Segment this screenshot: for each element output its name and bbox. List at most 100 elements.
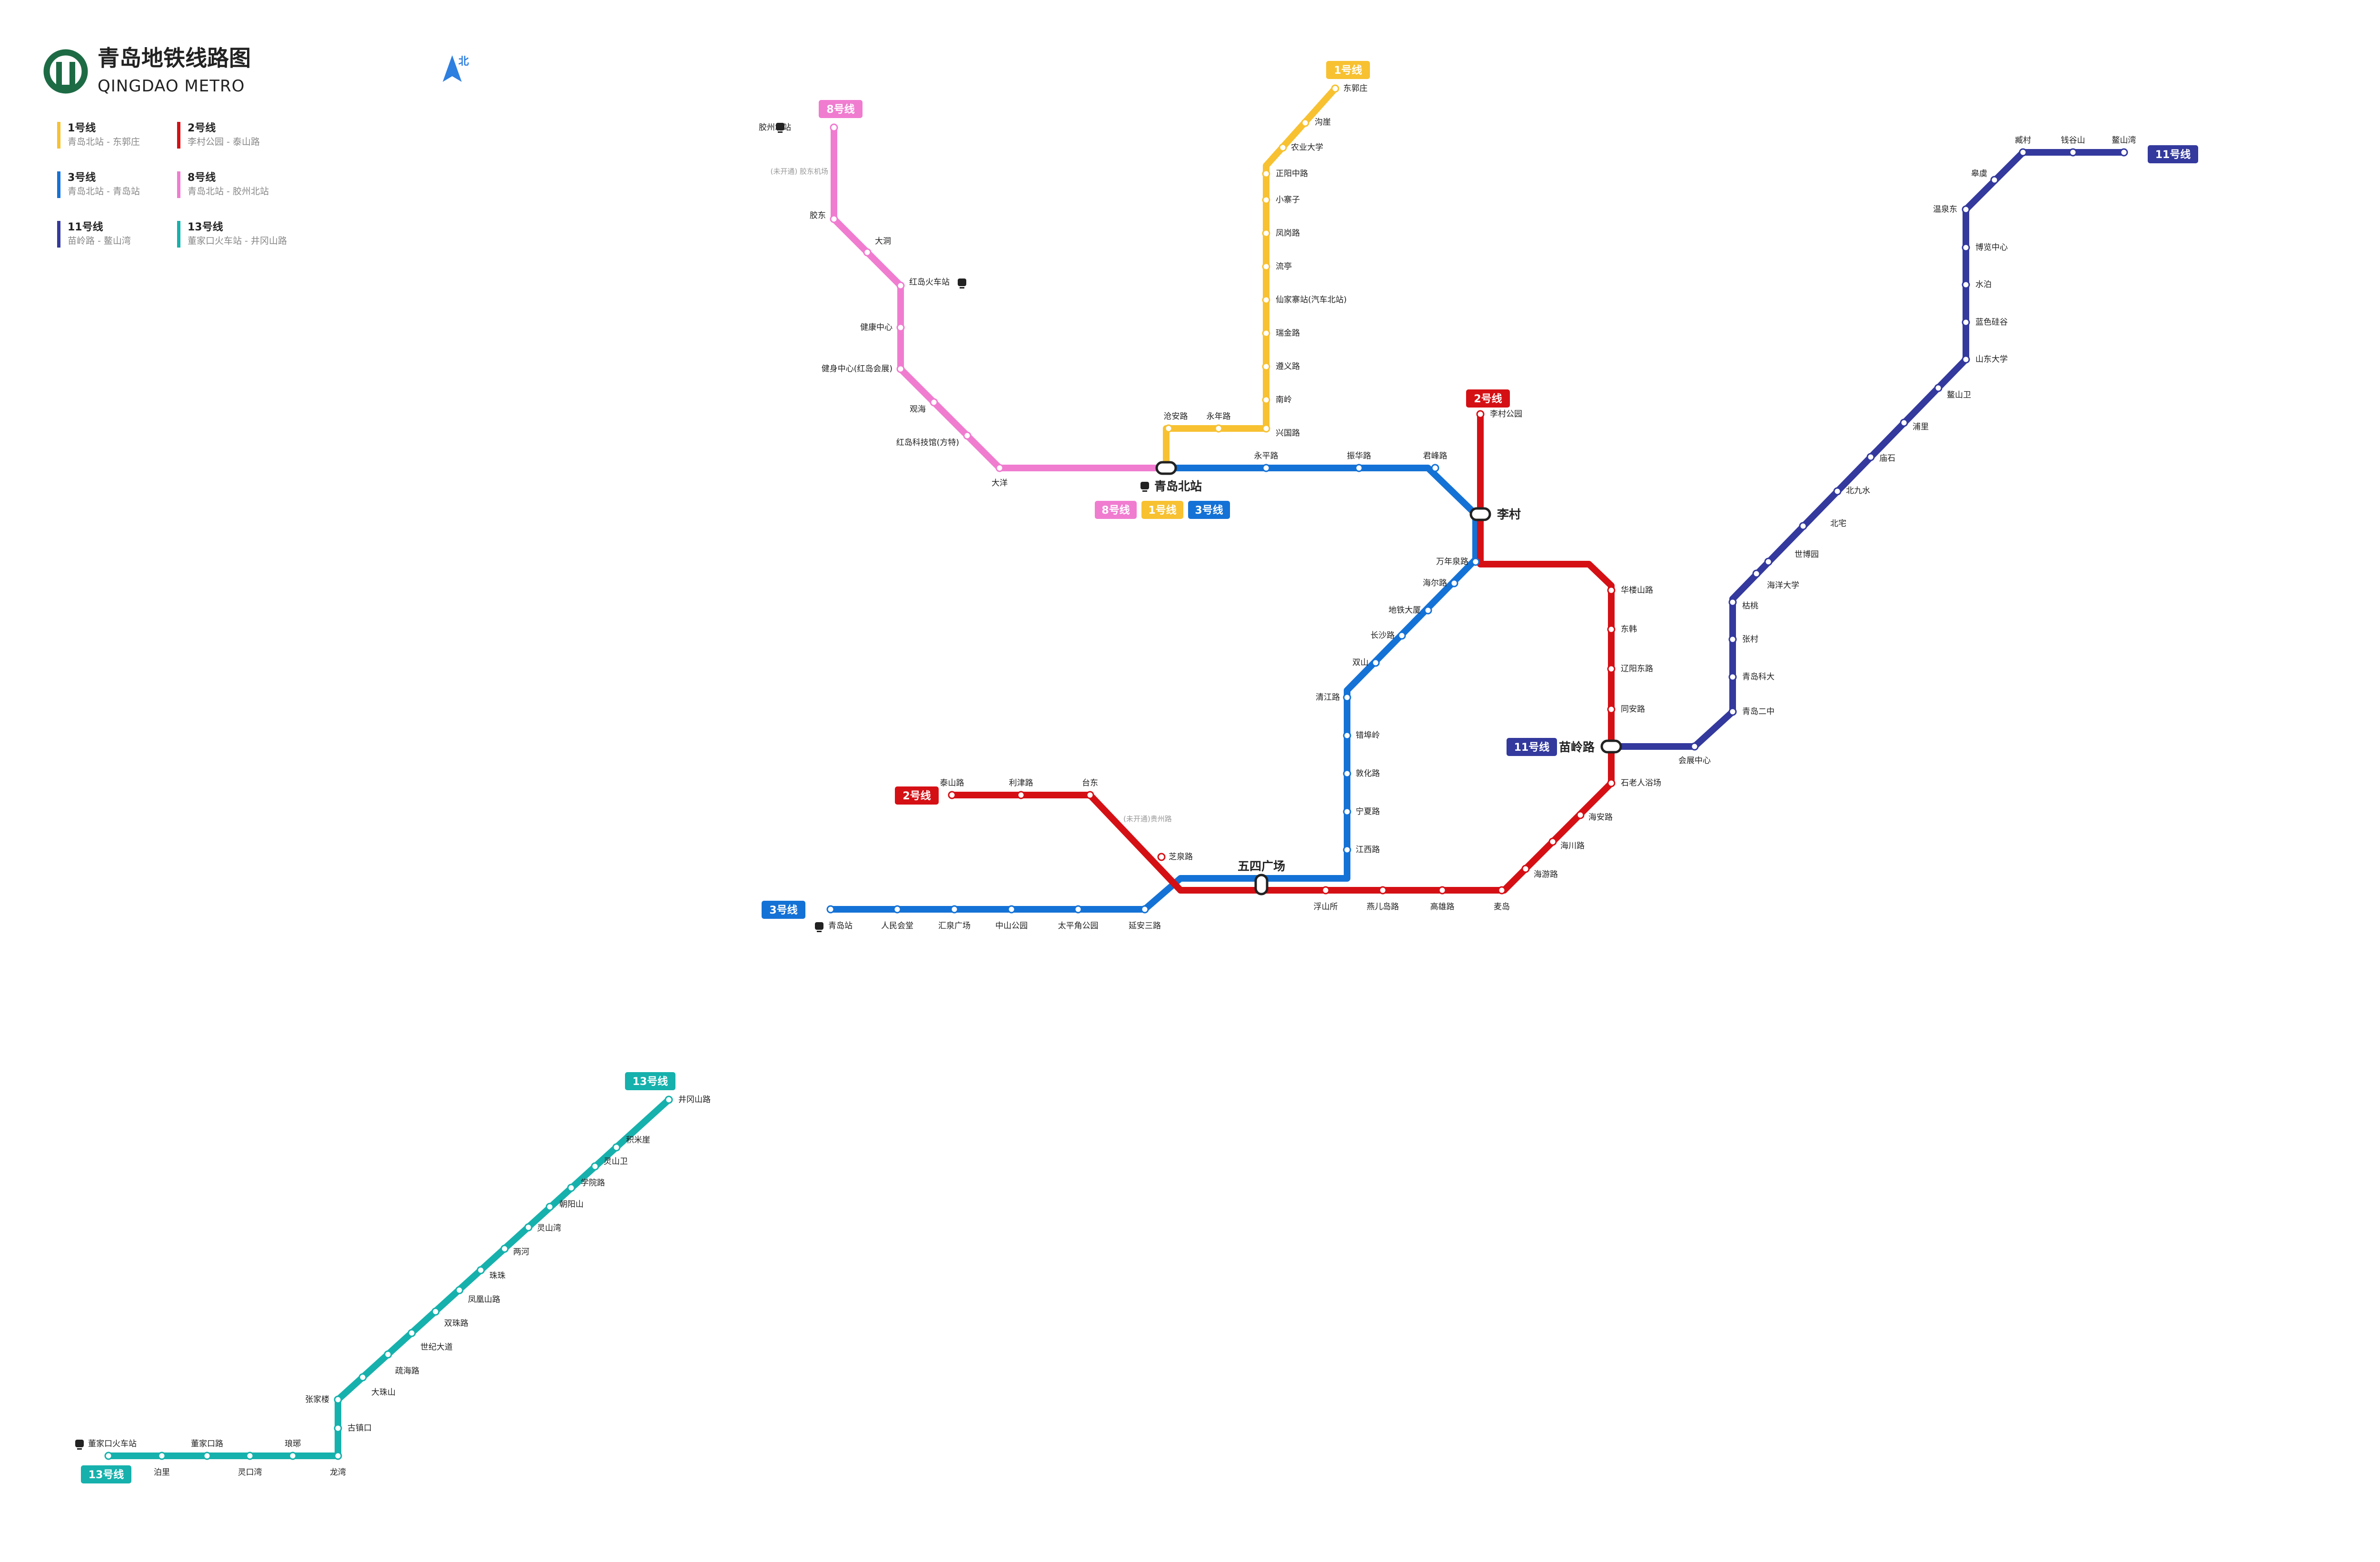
- station-dot[interactable]: [1934, 384, 1943, 392]
- station-beizhai[interactable]: 北宅: [1799, 519, 1846, 530]
- station-fushansuo[interactable]: 浮山所: [1314, 886, 1338, 912]
- station-maidao[interactable]: 麦岛: [1494, 886, 1510, 912]
- station-dot[interactable]: [1962, 318, 1970, 327]
- station-shuhai[interactable]: 疏海路: [384, 1350, 419, 1376]
- station-dot[interactable]: [1301, 119, 1309, 127]
- station-taidong[interactable]: 台东: [1082, 778, 1098, 799]
- station-dot[interactable]: [1262, 262, 1270, 271]
- station-dot[interactable]: [1262, 464, 1270, 472]
- station-cuobuling[interactable]: 错埠岭: [1343, 731, 1380, 740]
- station-dot[interactable]: [1262, 329, 1270, 338]
- station-dot[interactable]: [1521, 865, 1530, 873]
- station-tongan[interactable]: 同安路: [1607, 705, 1645, 714]
- station-dot[interactable]: [1074, 905, 1082, 914]
- station-dot[interactable]: [1424, 606, 1432, 615]
- station-dot[interactable]: [567, 1184, 575, 1192]
- station-dot[interactable]: [1962, 243, 1970, 252]
- station-taishan[interactable]: 泰山路: [940, 778, 964, 799]
- station-jiankangzhongxin[interactable]: 健康中心: [860, 323, 905, 332]
- station-jimiya[interactable]: 积米崖: [612, 1135, 650, 1152]
- station-dot[interactable]: [158, 1452, 166, 1460]
- station-renminhuitang[interactable]: 人民会堂: [881, 905, 913, 931]
- station-yongnian[interactable]: 永年路: [1207, 412, 1231, 433]
- station-dot[interactable]: [384, 1350, 392, 1359]
- station-zhongshan[interactable]: 中山公园: [995, 905, 1028, 931]
- station-zangcun[interactable]: 臧村: [2015, 135, 2031, 157]
- station-dot[interactable]: [893, 905, 902, 914]
- station-dot[interactable]: [1355, 464, 1363, 472]
- station-yananerlu[interactable]: 延安三路: [1129, 905, 1161, 931]
- station-dot[interactable]: [431, 1307, 440, 1316]
- line-13-tag-top[interactable]: 13号线: [625, 1072, 675, 1090]
- station-guzhenkou[interactable]: 古镇口: [334, 1423, 372, 1433]
- station-dot[interactable]: [334, 1452, 342, 1460]
- interchange-marker[interactable]: [1155, 461, 1177, 475]
- interchange-marker[interactable]: [1254, 874, 1269, 895]
- station-jiaodong[interactable]: 胶东: [810, 211, 838, 223]
- station-qingdao[interactable]: 青岛站: [815, 905, 853, 932]
- station-junfeng[interactable]: 君峰路: [1423, 451, 1448, 472]
- station-hualoushan[interactable]: 华楼山路: [1607, 586, 1653, 595]
- line-11-tag-mid[interactable]: 11号线: [1507, 738, 1557, 756]
- station-lingshanwan[interactable]: 灵山湾: [524, 1223, 561, 1233]
- station-dot[interactable]: [476, 1266, 485, 1274]
- station-aoshanwan[interactable]: 鳌山湾: [2112, 136, 2136, 157]
- station-gouya[interactable]: 沟崖: [1301, 118, 1331, 127]
- station-zunyi[interactable]: 遵义路: [1262, 362, 1300, 371]
- station-dot[interactable]: [896, 323, 905, 332]
- station-haier[interactable]: 海尔路: [1423, 578, 1458, 588]
- station-shijidadao[interactable]: 世纪大道: [407, 1329, 453, 1352]
- station-miaoshi[interactable]: 庙石: [1866, 453, 1895, 463]
- station-dot[interactable]: [1262, 169, 1270, 178]
- station-dot[interactable]: [1140, 905, 1149, 914]
- station-dot[interactable]: [524, 1223, 533, 1232]
- station-kutao[interactable]: 枯桃: [1728, 598, 1758, 611]
- station-nanling[interactable]: 南岭: [1262, 395, 1292, 405]
- station-dot[interactable]: [896, 281, 905, 290]
- line-13-tag-bottom[interactable]: 13号线: [81, 1465, 131, 1483]
- station-hongdaohuoche[interactable]: 红岛火车站: [896, 278, 966, 290]
- station-nongyedaxue[interactable]: 农业大学: [1279, 143, 1323, 152]
- station-dot[interactable]: [500, 1244, 509, 1253]
- station-longwan[interactable]: 龙湾: [330, 1452, 346, 1477]
- station-huizhanzhongxin[interactable]: 会展中心: [1678, 742, 1711, 766]
- station-dot[interactable]: [1214, 424, 1223, 433]
- station-beijiushui[interactable]: 北九水: [1833, 486, 1870, 496]
- station-liaoyangdong[interactable]: 辽阳东路: [1607, 664, 1653, 674]
- station-guanhai[interactable]: 观海: [910, 398, 938, 414]
- station-fenggang[interactable]: 凤岗路: [1262, 229, 1300, 238]
- station-yanerdao[interactable]: 燕儿岛路: [1367, 886, 1399, 912]
- station-zhenhua[interactable]: 振华路: [1347, 451, 1371, 472]
- station-liuting[interactable]: 流亭: [1262, 262, 1292, 271]
- station-dot[interactable]: [1962, 205, 1970, 214]
- station-dot[interactable]: [334, 1395, 342, 1404]
- station-zhangjialou[interactable]: 张家楼: [305, 1395, 342, 1404]
- station-dadong[interactable]: 大洞: [863, 237, 891, 257]
- station-dot[interactable]: [830, 123, 838, 132]
- station-dot[interactable]: [1343, 807, 1351, 816]
- station-xiaozhaizi[interactable]: 小寨子: [1262, 195, 1300, 205]
- station-dot[interactable]: [455, 1286, 464, 1294]
- station-dot[interactable]: [1607, 625, 1616, 634]
- line-1-tag[interactable]: 1号线: [1326, 61, 1370, 79]
- station-dot[interactable]: [1431, 464, 1439, 472]
- station-dot[interactable]: [1471, 557, 1480, 566]
- station-shuangshan[interactable]: 双山: [1352, 658, 1380, 667]
- station-dot[interactable]: [1007, 905, 1016, 914]
- station-dot[interactable]: [1321, 886, 1330, 895]
- station-dot[interactable]: [104, 1452, 113, 1460]
- station-xianjiazhai[interactable]: 仙家寨站(汽车北站): [1262, 295, 1347, 305]
- station-shiboyuan[interactable]: 世博园: [1764, 550, 1819, 566]
- station-dot[interactable]: [830, 215, 838, 223]
- station-dot[interactable]: [1262, 229, 1270, 238]
- station-dot[interactable]: [1900, 418, 1908, 427]
- station-aoshanwei[interactable]: 鳌山卫: [1934, 384, 1971, 400]
- station-shuangzhu[interactable]: 双珠路: [431, 1307, 468, 1328]
- station-zhiquan[interactable]: 芝泉路: [1157, 852, 1193, 862]
- station-jinggangshan[interactable]: 井冈山路: [664, 1095, 711, 1104]
- station-ruijin[interactable]: 瑞金路: [1262, 328, 1300, 338]
- station-dot[interactable]: [1728, 635, 1737, 644]
- station-bolanzhongxin[interactable]: 博览中心: [1962, 243, 2008, 252]
- station-dot[interactable]: [1343, 846, 1351, 854]
- station-licungongyuan[interactable]: 李村公园: [1476, 409, 1522, 419]
